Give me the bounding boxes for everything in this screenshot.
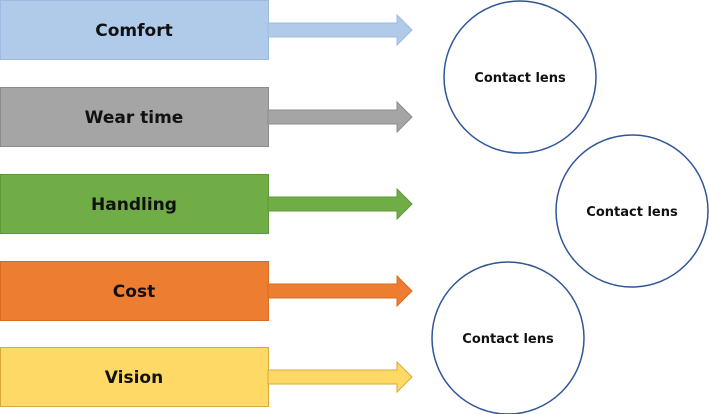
factor-box bbox=[0, 261, 269, 321]
factor-comfort: Comfort bbox=[0, 0, 413, 60]
factor-wear-time: Wear time bbox=[0, 87, 413, 147]
contact-lens-circle: Contact lens bbox=[431, 261, 585, 414]
factor-box bbox=[0, 0, 269, 60]
arrow-icon bbox=[267, 187, 413, 221]
lens-label: Contact lens bbox=[586, 205, 678, 220]
lens-circle-shape bbox=[431, 261, 585, 414]
arrow-icon bbox=[267, 100, 413, 134]
arrow-icon bbox=[267, 360, 413, 394]
lens-label: Contact lens bbox=[462, 332, 554, 347]
factor-label: Comfort bbox=[95, 21, 172, 41]
factor-box bbox=[0, 87, 269, 147]
factor-label: Cost bbox=[113, 282, 155, 302]
lens-label: Contact lens bbox=[474, 71, 566, 86]
lens-circle-shape bbox=[443, 0, 597, 154]
factor-label: Handling bbox=[91, 195, 177, 215]
factor-vision: Vision bbox=[0, 347, 413, 407]
lens-circle-shape bbox=[555, 134, 709, 288]
arrow-icon bbox=[267, 13, 413, 47]
factor-handling: Handling bbox=[0, 174, 413, 234]
contact-lens-circle: Contact lens bbox=[555, 134, 709, 288]
arrow-icon bbox=[267, 274, 413, 308]
factor-box bbox=[0, 347, 269, 407]
contact-lens-circle: Contact lens bbox=[443, 0, 597, 154]
factor-label: Vision bbox=[105, 368, 163, 388]
factor-label: Wear time bbox=[85, 108, 184, 128]
factor-cost: Cost bbox=[0, 261, 413, 321]
factor-box bbox=[0, 174, 269, 234]
